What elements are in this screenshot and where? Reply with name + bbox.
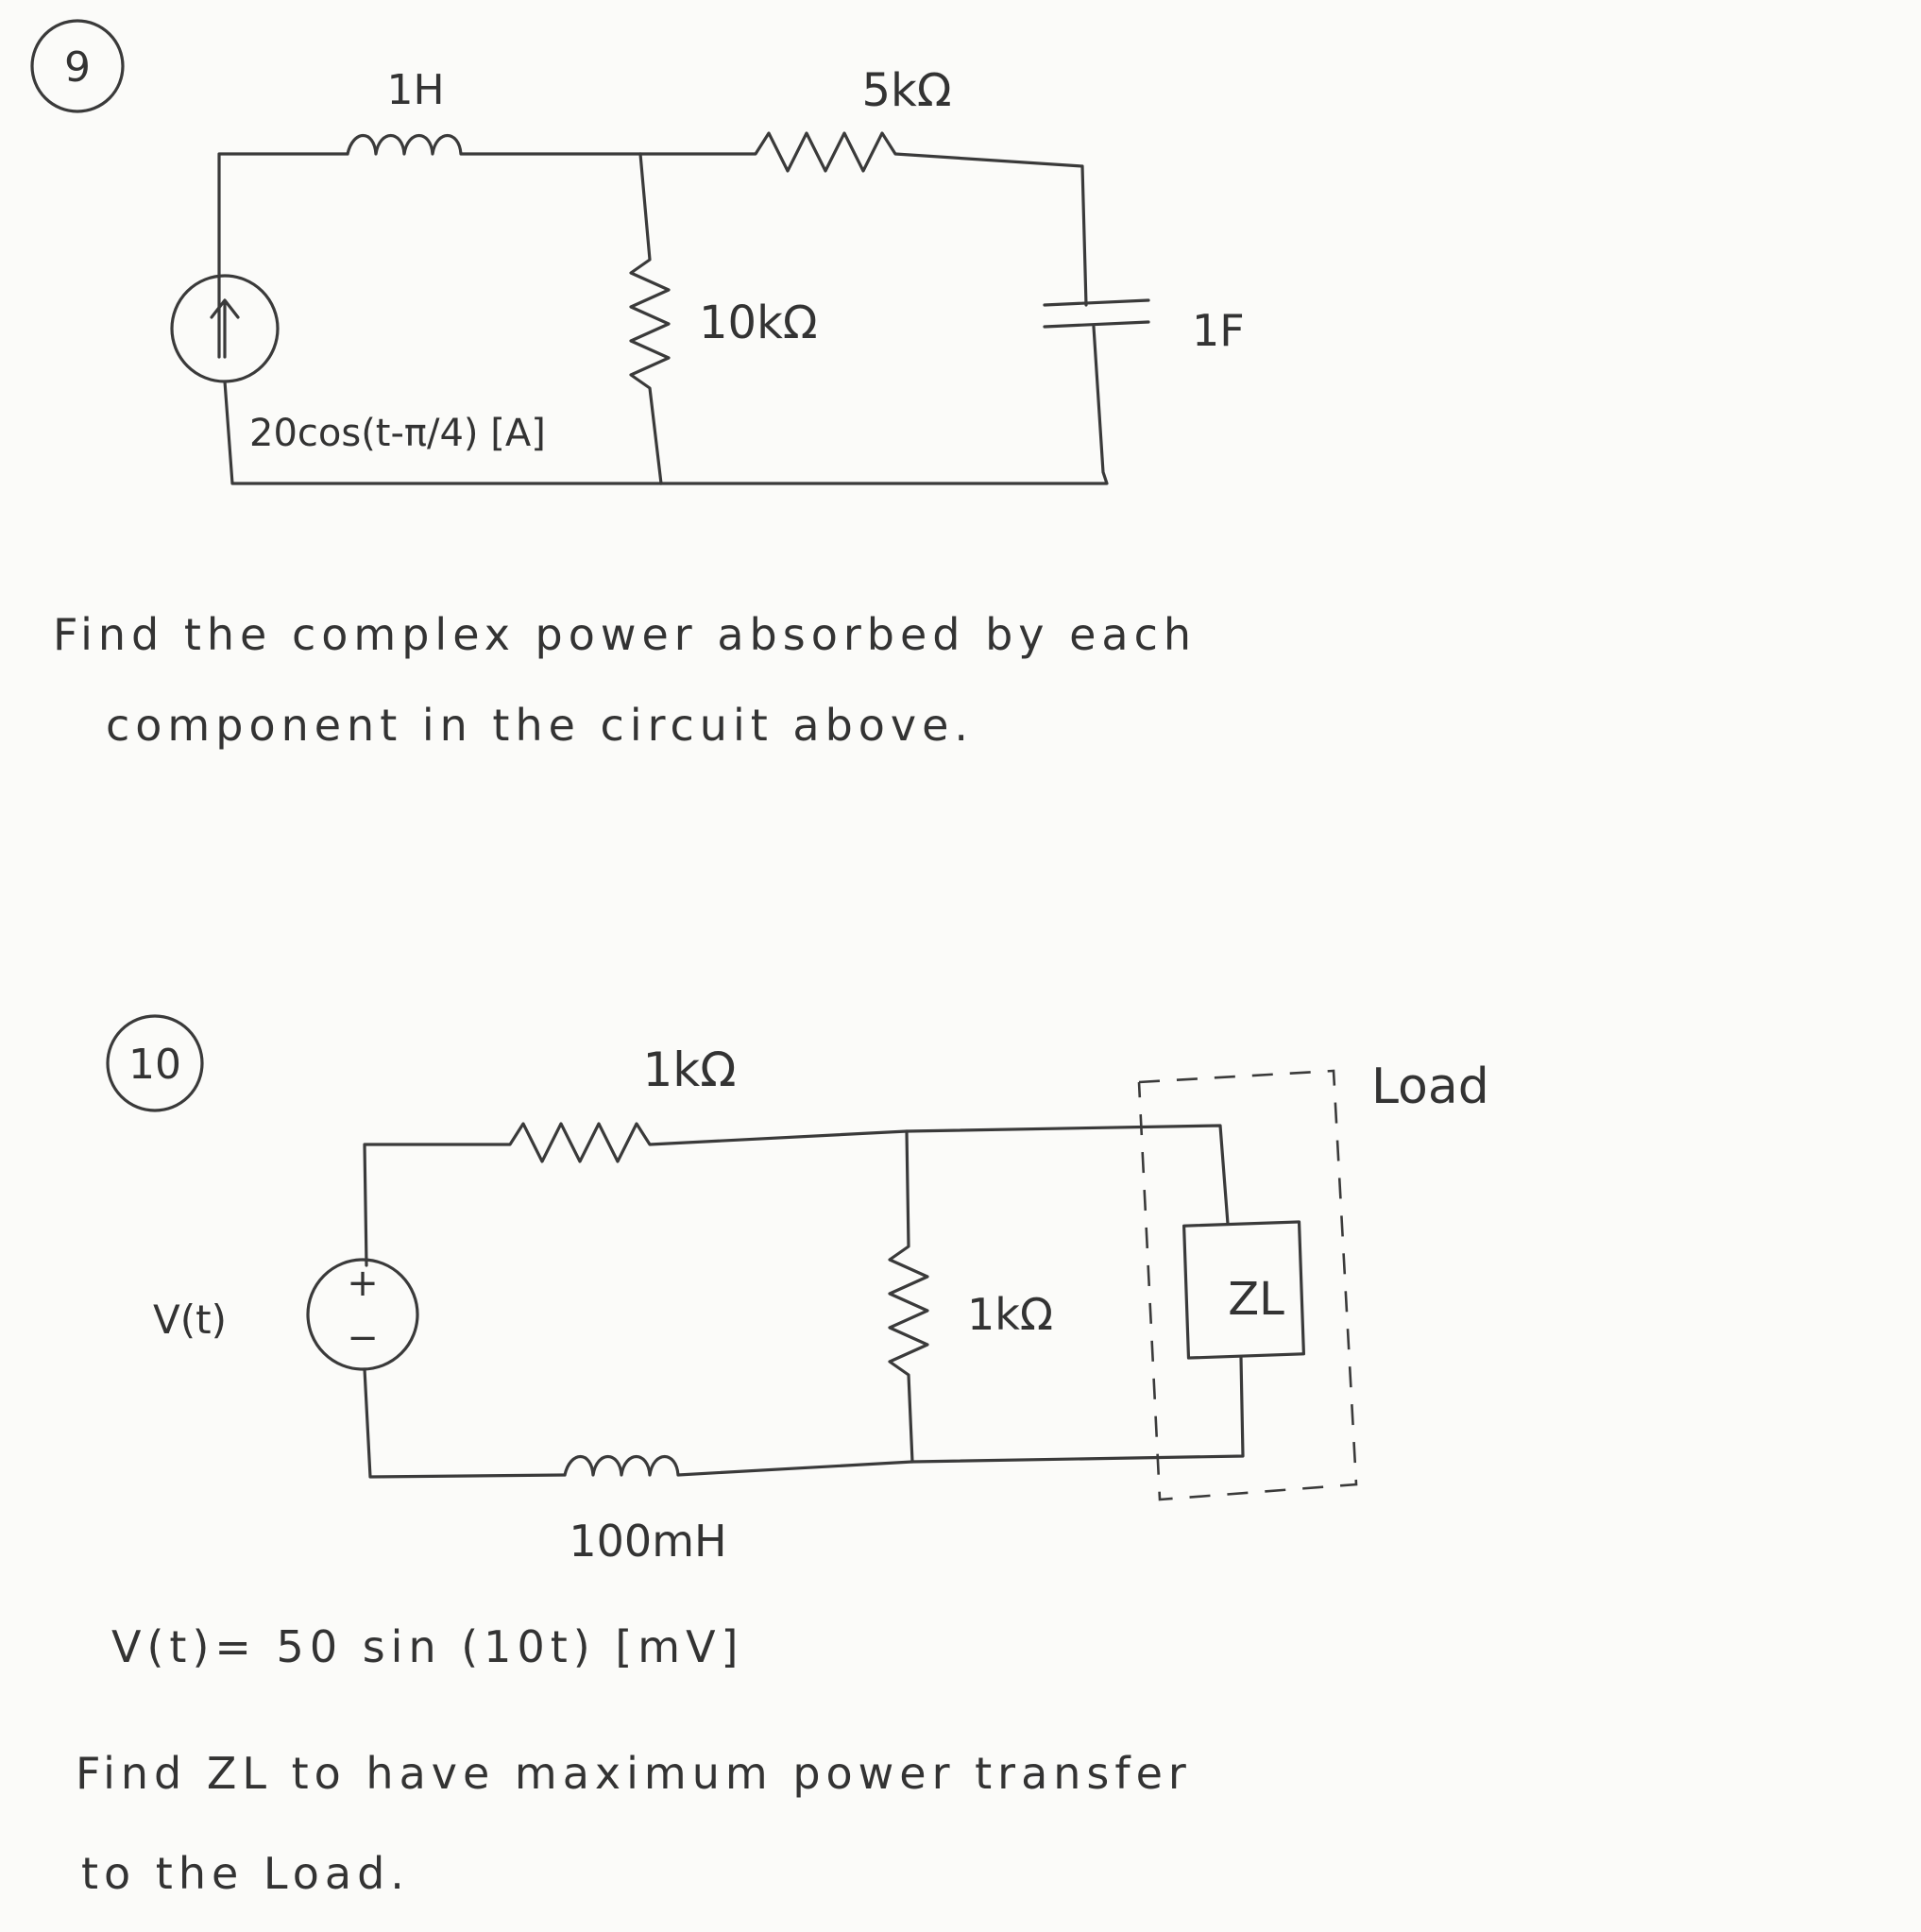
problem-number-circle xyxy=(106,1014,204,1112)
resistor-5k xyxy=(638,131,1088,307)
label-1k-series: 1kΩ xyxy=(643,1042,737,1097)
wire-left xyxy=(217,152,349,359)
load-impedance-box xyxy=(1182,1220,1306,1360)
label-10k: 10kΩ xyxy=(699,297,818,349)
plus-icon: + xyxy=(347,1262,379,1305)
resistor-1k-shunt xyxy=(888,1129,929,1464)
wire-capacitor-bottom xyxy=(659,325,1109,485)
label-1h: 1H xyxy=(386,66,444,114)
label-5k: 5kΩ xyxy=(861,64,951,117)
capacitor-plate-bottom xyxy=(1043,320,1150,329)
arrow-up-icon xyxy=(210,298,240,359)
inductor-100mh xyxy=(563,1356,1245,1477)
problem-number: 10 xyxy=(128,1041,181,1089)
label-source-voltage: V(t) xyxy=(153,1296,227,1343)
label-load: Load xyxy=(1371,1059,1489,1115)
label-1f: 1F xyxy=(1192,305,1245,356)
minus-icon: − xyxy=(347,1316,379,1360)
label-1k-shunt: 1kΩ xyxy=(967,1289,1053,1340)
voltage-source xyxy=(306,1258,419,1371)
resistor-10k xyxy=(629,152,671,485)
problem-10-equation: V(t)= 50 sin (10t) [mV] xyxy=(111,1621,744,1672)
label-zl: ZL xyxy=(1228,1273,1284,1326)
wire-bottom-left xyxy=(363,1367,567,1479)
capacitor-plate-top xyxy=(1043,298,1150,307)
label-source-current: 20cos(t-π/4) [A] xyxy=(249,412,546,455)
load-boundary xyxy=(1137,1069,1358,1501)
problem-10-text-line-1: Find ZL to have maximum power transfer xyxy=(76,1748,1192,1799)
problem-9-diagram: 9 1H 5kΩ 10kΩ 1F 20cos(t-π/4) [A] xyxy=(30,19,1245,485)
problem-9-text-line-1: Find the complex power absorbed by each xyxy=(53,609,1197,660)
problem-9-text-line-2: component in the circuit above. xyxy=(106,700,974,751)
resistor-1k-series xyxy=(363,1122,1230,1267)
inductor-1h xyxy=(346,134,642,156)
problem-10-text-line-2: to the Load. xyxy=(81,1848,410,1899)
problem-number: 9 xyxy=(64,43,91,92)
label-100mh: 100mH xyxy=(569,1516,726,1567)
problem-number-circle xyxy=(30,19,125,113)
wire-bottom xyxy=(223,380,663,485)
problem-10-diagram: 10 + − ZL 1kΩ 1kΩ 100mH V(t) Load xyxy=(106,1014,1489,1567)
